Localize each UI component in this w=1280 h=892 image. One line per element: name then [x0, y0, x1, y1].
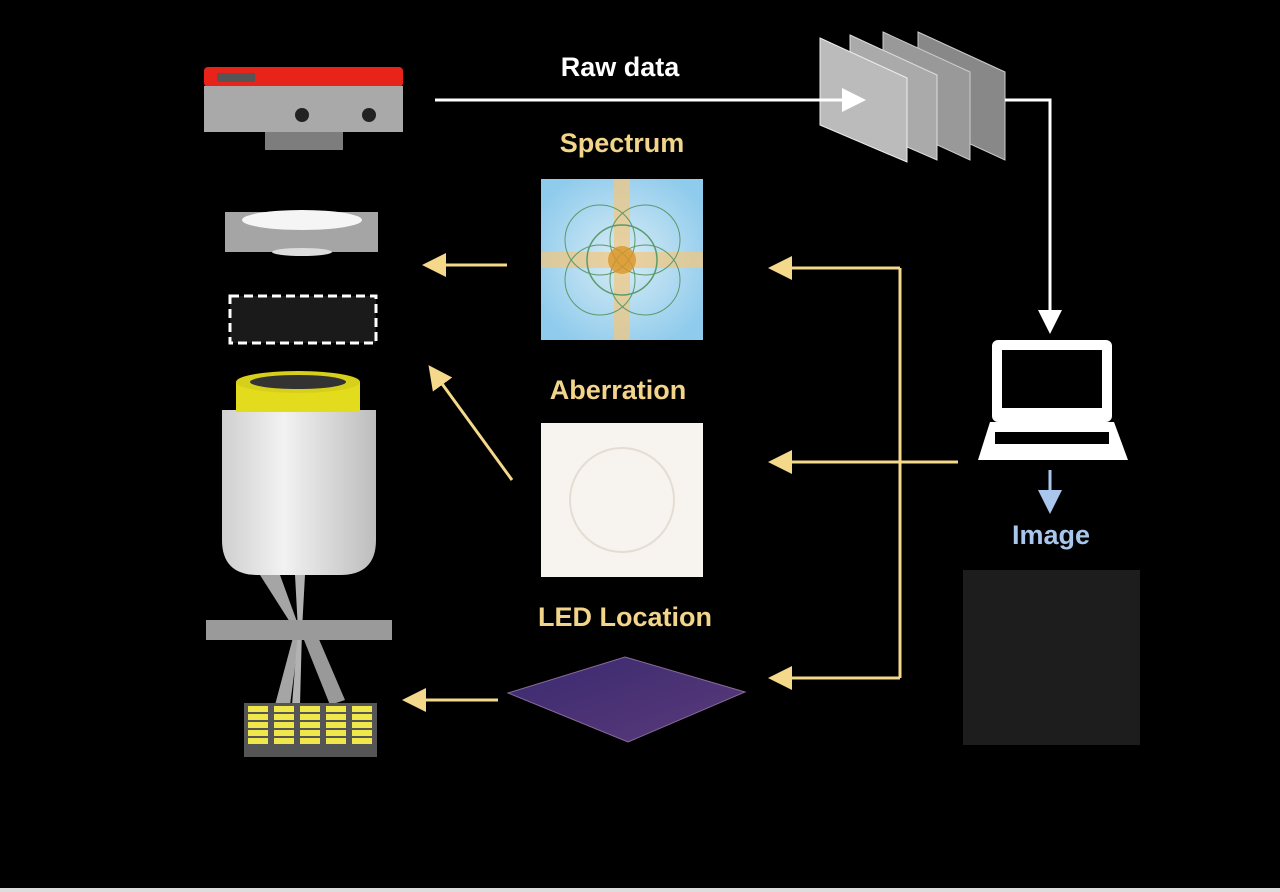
image-label: Image — [1012, 520, 1090, 550]
led-cell — [326, 738, 346, 744]
led-cell — [352, 714, 372, 720]
led-cell — [300, 738, 320, 744]
led-cell — [352, 706, 372, 712]
sample-slide — [206, 620, 392, 640]
led-cell — [274, 714, 294, 720]
led-cell — [248, 714, 268, 720]
led-location-label: LED Location — [538, 602, 712, 632]
led-cell — [326, 706, 346, 712]
led-cell — [300, 706, 320, 712]
led-cell — [352, 730, 372, 736]
led-cell — [326, 730, 346, 736]
led-location-map — [506, 656, 747, 743]
raw-data-images — [819, 31, 1006, 163]
led-cell — [248, 706, 268, 712]
pupil-plane — [228, 294, 378, 345]
led-cell — [248, 730, 268, 736]
reconstructed-image — [963, 570, 1140, 745]
led-cell — [326, 722, 346, 728]
aberration-label: Aberration — [550, 375, 687, 405]
data-to-laptop-arrow — [1005, 98, 1062, 334]
bottom-border — [0, 888, 1280, 892]
led-cell — [326, 714, 346, 720]
led-cell — [248, 738, 268, 744]
led-cell — [352, 722, 372, 728]
camera — [204, 67, 403, 150]
objective-lens — [222, 371, 376, 575]
spectrum-label: Spectrum — [560, 128, 685, 158]
spectrum-image — [541, 179, 703, 340]
led-cell — [352, 738, 372, 744]
aberration-to-pupil-arrow — [428, 365, 514, 481]
led-cell — [274, 738, 294, 744]
tube-lens — [225, 210, 378, 256]
led-cell — [300, 714, 320, 720]
led-cell — [300, 730, 320, 736]
raw-data-label: Raw data — [561, 52, 681, 82]
led-cell — [248, 722, 268, 728]
led-array — [244, 703, 377, 757]
led-cell — [274, 706, 294, 712]
led-cell — [274, 730, 294, 736]
led-cell — [300, 722, 320, 728]
laptop-icon — [978, 340, 1128, 460]
led-cell — [274, 722, 294, 728]
aberration-image — [541, 423, 703, 577]
